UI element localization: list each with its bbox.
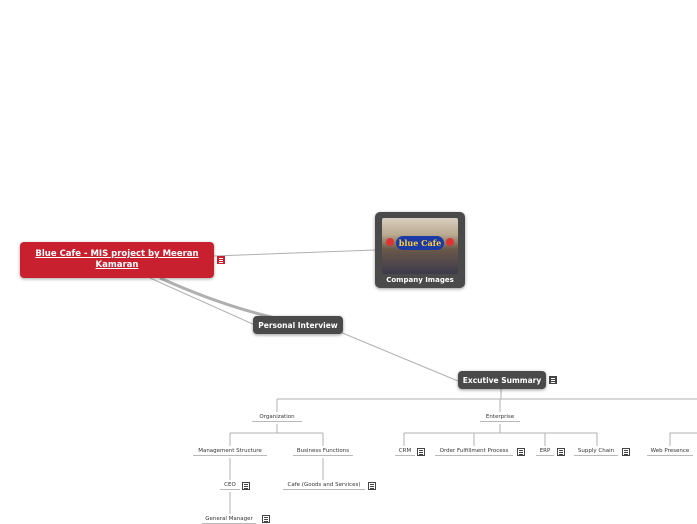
- subtopic-order-fulfillment[interactable]: Order Fulfillment Process: [435, 448, 513, 456]
- note-icon-erp[interactable]: [557, 448, 565, 456]
- central-topic-label: Blue Cafe - MIS project by Meeran Kamara…: [35, 249, 199, 270]
- connector-to-web: [669, 432, 697, 446]
- connector-root-interview-2: [159, 276, 276, 320]
- topic-personal-interview[interactable]: Personal Interview: [253, 316, 343, 334]
- image-decoration: [446, 238, 454, 246]
- note-icon-root[interactable]: [217, 256, 225, 264]
- subtopic-crm[interactable]: CRM: [395, 448, 415, 456]
- subtopic-enterprise[interactable]: Enterprise: [480, 414, 520, 422]
- subtopic-cafe-goods-services[interactable]: Cafe (Goods and Services): [283, 482, 365, 490]
- note-icon-executive-summary[interactable]: [549, 376, 557, 384]
- subtopic-management-structure[interactable]: Management Structure: [193, 448, 267, 456]
- note-icon-order-fulfillment[interactable]: [517, 448, 525, 456]
- subtopic-business-functions[interactable]: Business Functions: [293, 448, 353, 456]
- image-decoration: [386, 238, 394, 246]
- image-sign-text: blue Cafe: [396, 236, 444, 250]
- note-icon-ceo[interactable]: [242, 482, 250, 490]
- subtopic-organization[interactable]: Organization: [252, 414, 302, 422]
- note-icon-supply-chain[interactable]: [622, 448, 630, 456]
- connector-root-exec: [339, 331, 459, 382]
- subtopic-web-presence[interactable]: Web Presence: [647, 448, 693, 456]
- subtopic-ceo[interactable]: CEO: [220, 482, 240, 490]
- note-icon-general-manager[interactable]: [262, 515, 270, 523]
- executive-summary-label: Excutive Summary: [462, 375, 542, 385]
- note-icon-crm[interactable]: [417, 448, 425, 456]
- connector-root-images: [213, 249, 376, 257]
- company-images-label: Company Images: [386, 276, 454, 284]
- topic-executive-summary[interactable]: Excutive Summary: [458, 371, 546, 389]
- topic-company-images[interactable]: blue Cafe Company Images: [375, 212, 465, 288]
- personal-interview-label: Personal Interview: [258, 320, 338, 330]
- subtopic-erp[interactable]: ERP: [536, 448, 554, 456]
- subtopic-supply-chain[interactable]: Supply Chain: [574, 448, 618, 456]
- central-topic-blue-cafe[interactable]: Blue Cafe - MIS project by Meeran Kamara…: [20, 242, 214, 278]
- company-image-thumbnail: blue Cafe: [382, 218, 458, 274]
- connector-root-interview: [149, 277, 256, 326]
- note-icon-cafe-goods[interactable]: [368, 482, 376, 490]
- subtopic-general-manager[interactable]: General Manager: [202, 516, 256, 524]
